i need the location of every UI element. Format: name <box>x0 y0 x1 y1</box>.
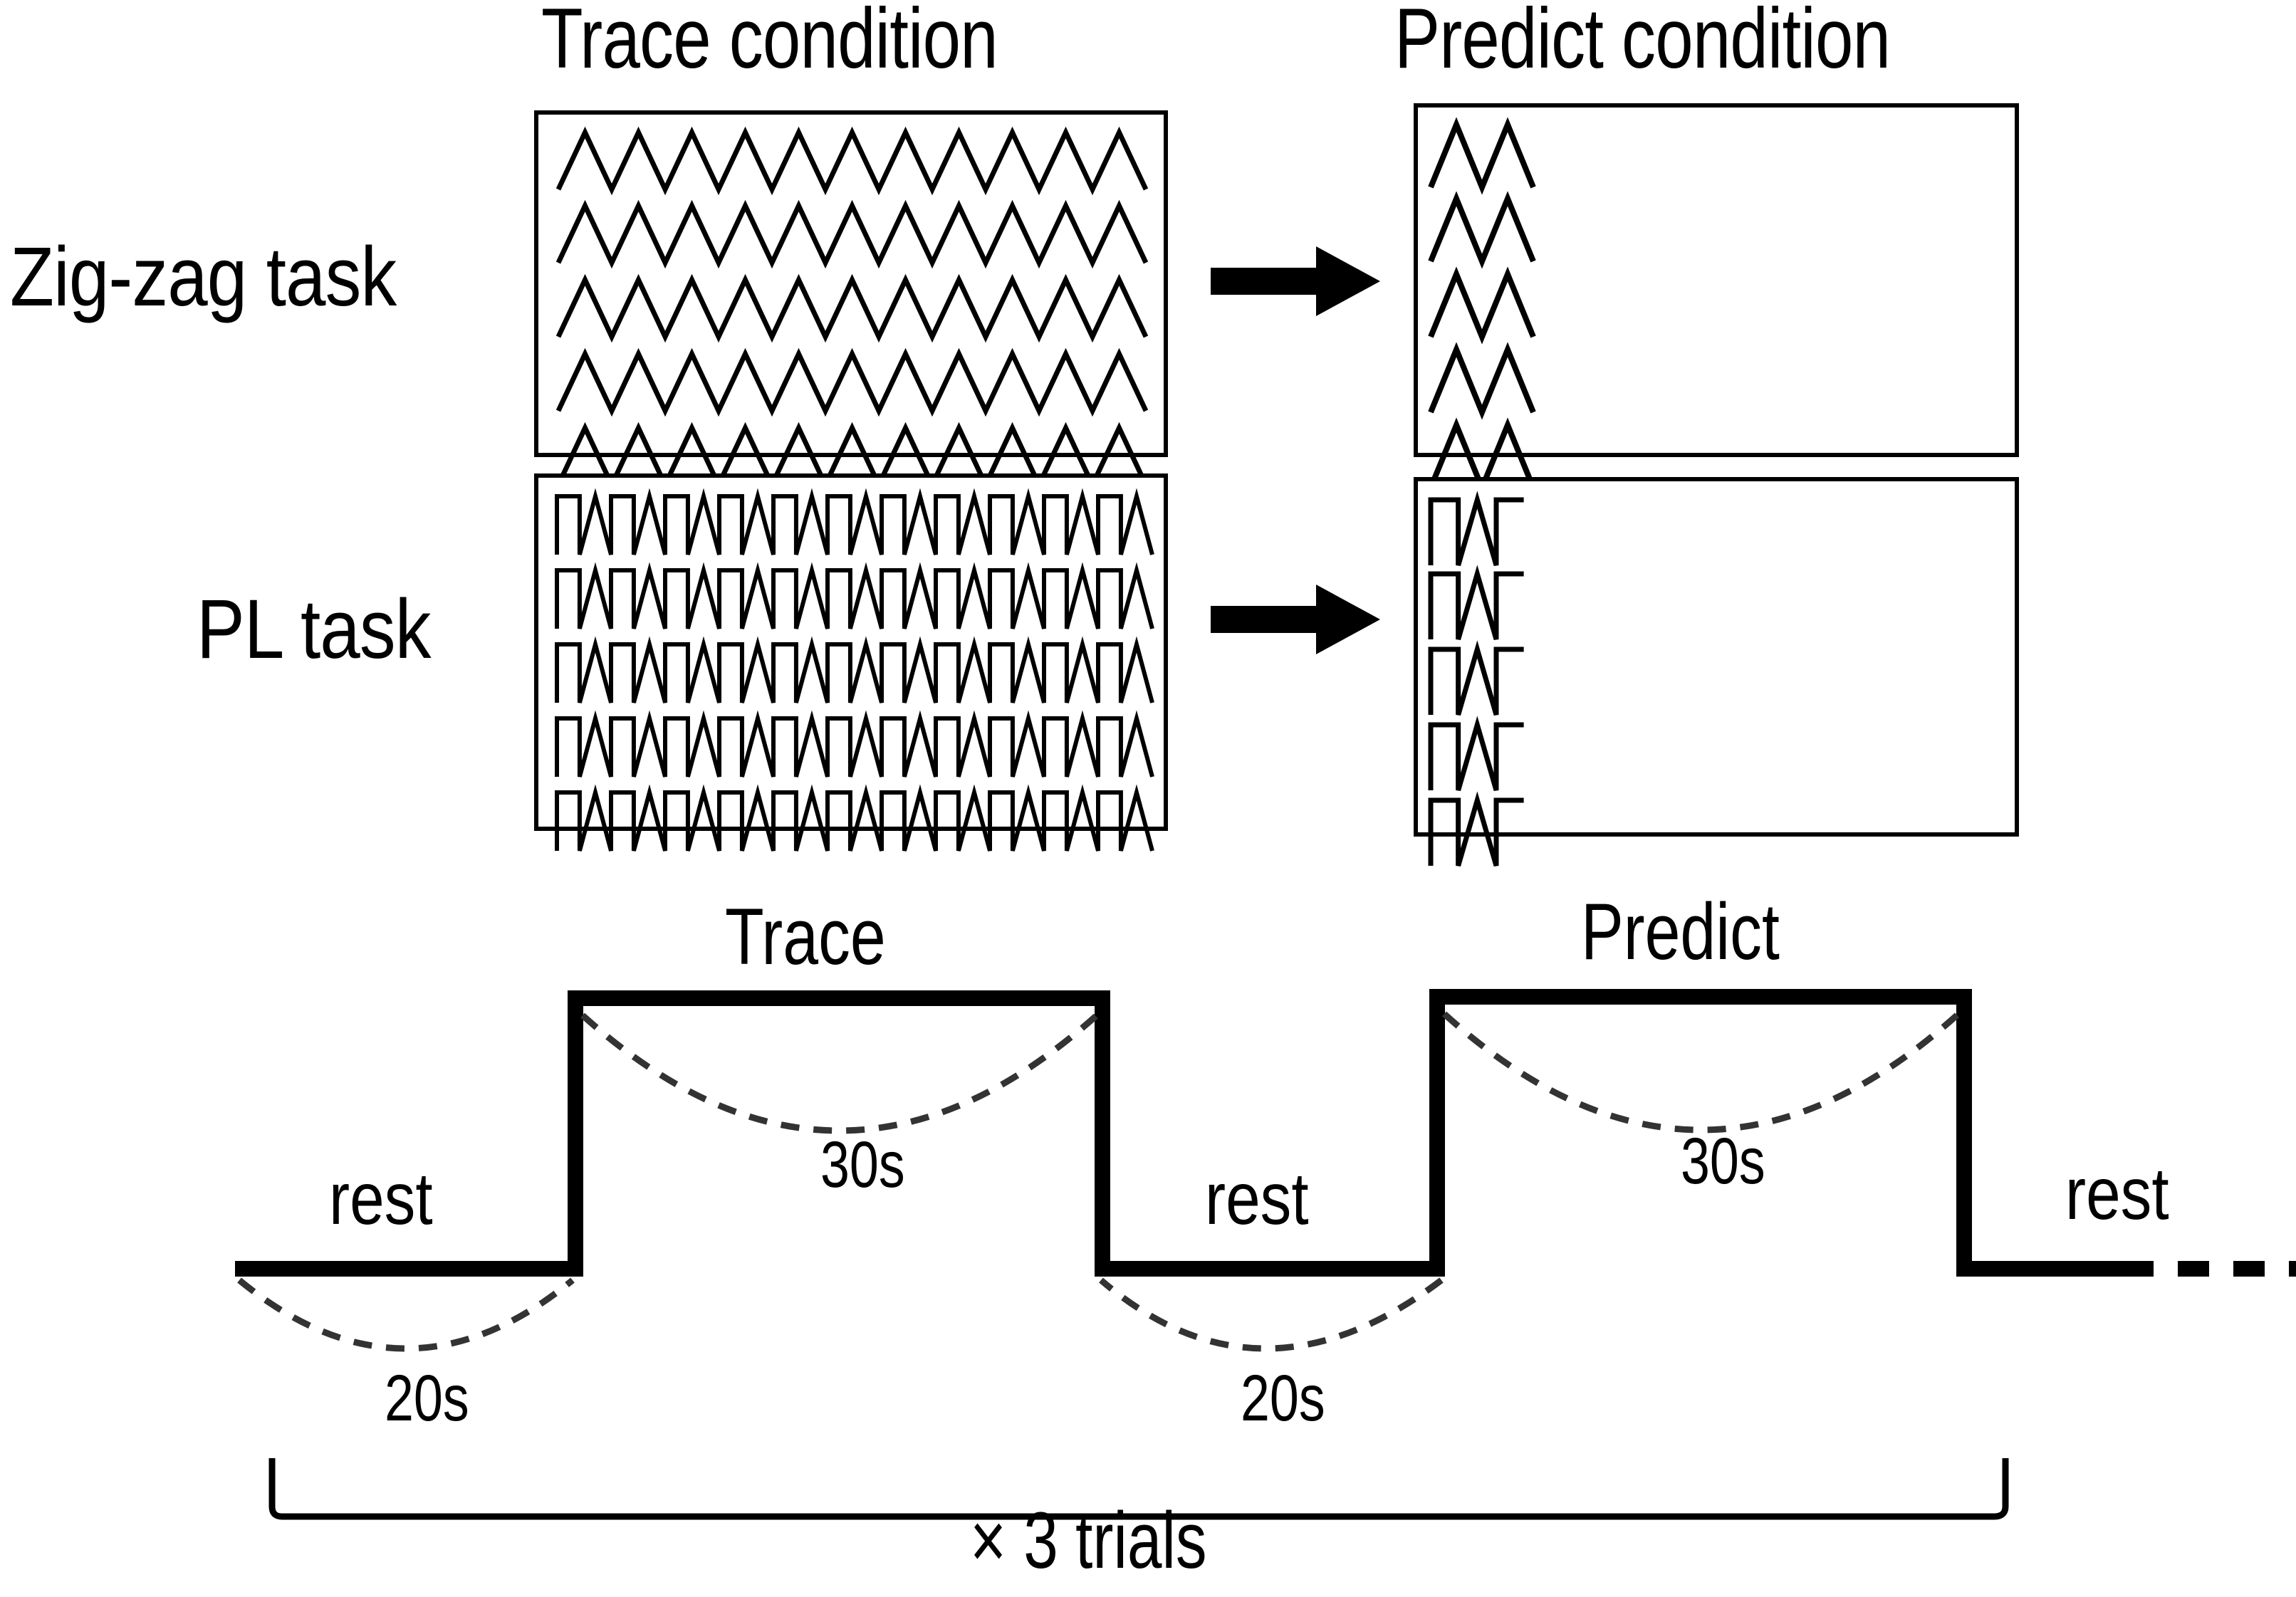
zigzag-predict-pattern <box>1428 117 1536 496</box>
duration-arc-rest-1 <box>237 1277 575 1352</box>
pl-predict-stimulus-box <box>1414 477 2019 866</box>
zigzag-trace-stimulus-box <box>534 110 1168 491</box>
duration-label-rest-1: 20s <box>385 1362 469 1435</box>
duration-label-predict: 30s <box>1681 1125 1765 1198</box>
duration-arc-rest-2 <box>1099 1277 1444 1352</box>
pl-task-label: PL task <box>197 582 432 676</box>
trials-repeat-label: × 3 trials <box>970 1496 1207 1585</box>
arrow-right-icon-pl <box>1211 585 1380 654</box>
timeline-waveform <box>235 989 2296 1352</box>
trace-condition-title: Trace condition <box>541 0 998 86</box>
pl-predict-pattern <box>1428 491 1524 866</box>
timeline-label-rest-3: rest <box>2065 1153 2169 1235</box>
timeline-label-trace: Trace <box>725 892 886 981</box>
pl-trace-stimulus-box <box>534 473 1168 852</box>
pl-trace-pattern <box>555 488 1154 852</box>
arrow-right-icon-zigzag <box>1211 246 1380 316</box>
zigzag-predict-stimulus-box <box>1414 103 2019 496</box>
zigzag-task-label: Zig-zag task <box>10 230 397 324</box>
predict-condition-title: Predict condition <box>1394 0 1891 86</box>
zigzag-trace-pattern <box>555 126 1149 491</box>
duration-arc-predict <box>1441 1011 1961 1133</box>
duration-label-trace: 30s <box>820 1129 905 1201</box>
timeline-label-rest-1: rest <box>329 1158 433 1240</box>
trials-bracket <box>268 1458 2009 1520</box>
timeline-label-rest-2: rest <box>1205 1158 1309 1240</box>
timeline-label-predict: Predict <box>1581 887 1780 976</box>
waveform-line <box>235 989 2122 1277</box>
duration-label-rest-2: 20s <box>1241 1362 1325 1435</box>
duration-arc-trace <box>580 1012 1099 1134</box>
